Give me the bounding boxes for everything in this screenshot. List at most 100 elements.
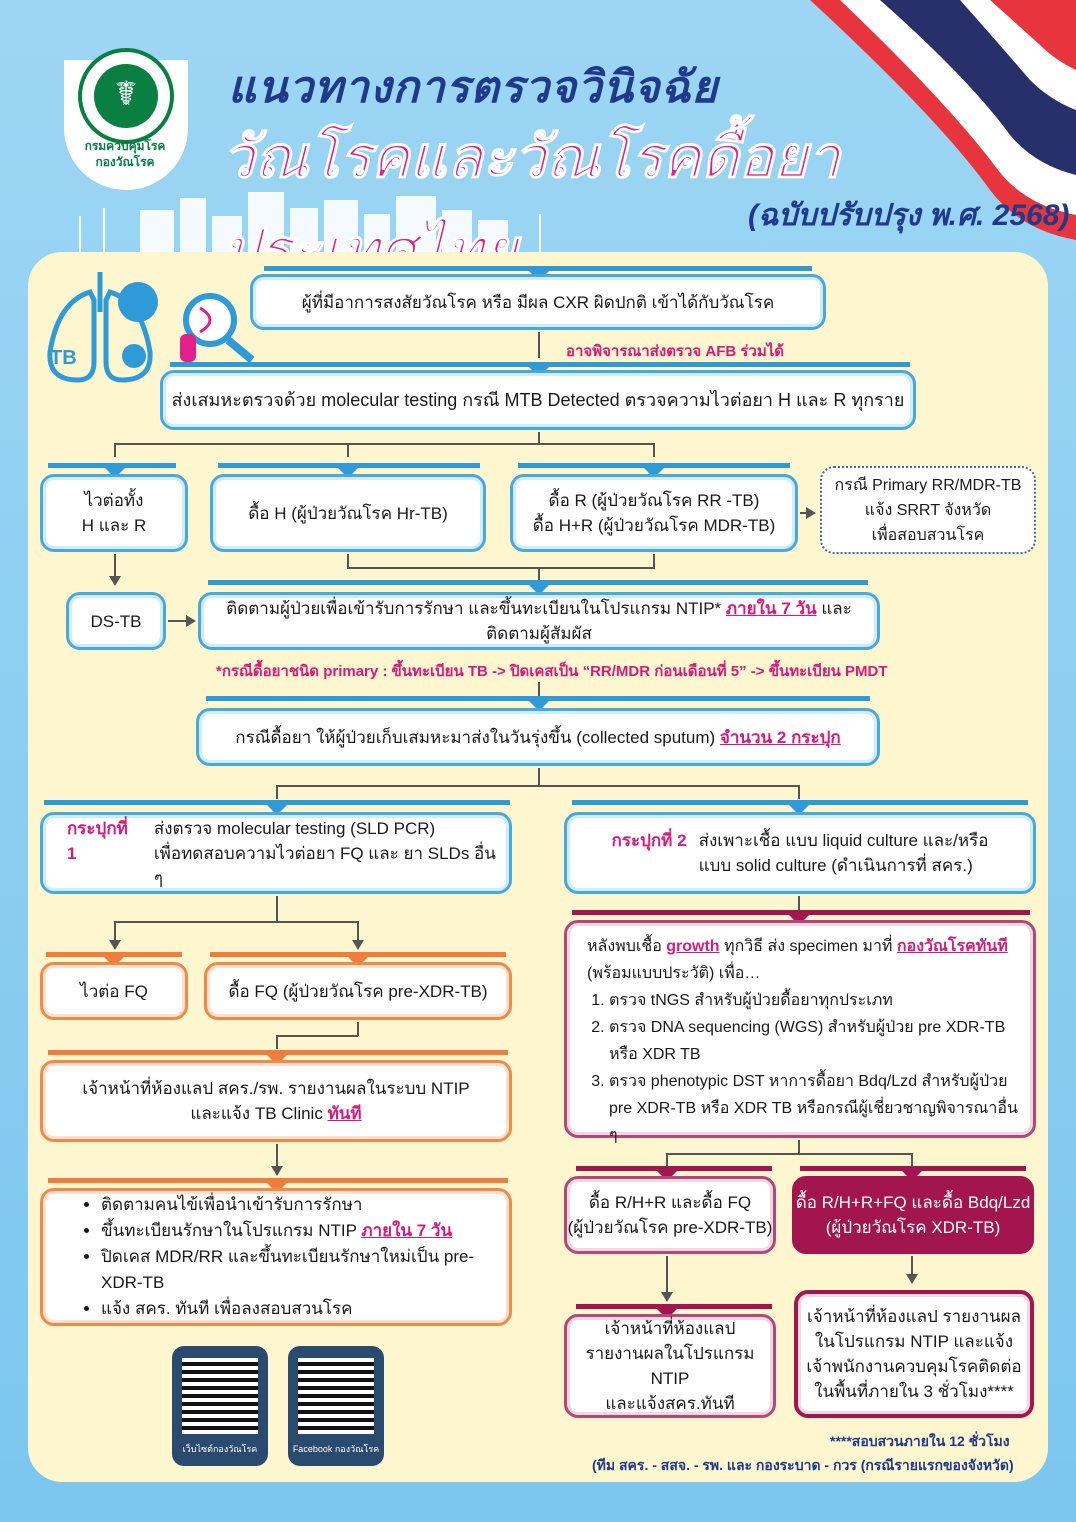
follow-box: ติดตามผู้ป่วยเพื่อเข้ารับการรักษา และขึ้… [198,592,880,650]
header-bar [264,266,812,271]
suspect-text: ผู้ที่มีอาการสงสัยวัณโรค หรือ มีผล CXR ผ… [301,292,775,312]
growth-highlight-2: กองวัณโรคทันที [896,938,1008,955]
connector [114,921,358,923]
header-bar [208,580,868,585]
department-name: กรมควบคุมโรค กองวัณโรค [70,138,180,170]
pre-xdr-box: ดื้อ R/H+R และดื้อ FQ (ผู้ป่วยวัณโรค pre-… [564,1176,776,1254]
facebook-qr[interactable]: Facebook กองวัณโรค [288,1346,384,1466]
arrow-down-icon [266,1054,288,1065]
microscope-magnifier-icon [180,293,255,364]
arrow-down-icon [104,467,126,478]
xdr-report-line4: ในพื้นที่ภายใน 3 ชั่วโมง**** [814,1382,1014,1401]
suspect-box: ผู้ที่มีอาการสงสัยวัณโรค หรือ มีผล CXR ผ… [250,274,826,330]
sensitive-fq-box: ไวต่อ FQ [40,962,188,1020]
action-item: ขึ้นทะเบียนรักษาในโปรแกรม NTIP ภายใน 7 ว… [101,1218,509,1244]
connector [276,1035,278,1049]
connector [911,1153,913,1167]
collect-box: กรณีดื้อยา ให้ผู้ป่วยเก็บเสมหะมาส่งในวัน… [196,708,880,766]
afb-note: อาจพิจารณาส่งตรวจ AFB ร่วมได้ [566,343,785,360]
svg-text:TB: TB [50,347,77,369]
xdr-report-line2: ในโปรแกรม NTIP และแจ้ง [814,1332,1014,1351]
connector [653,443,655,457]
xdr-line1: ดื้อ R/H+R+FQ และดื้อ Bdq/Lzd [795,1193,1031,1212]
footnote-1: ****สอบสวนภายใน 12 ชั่วโมง [830,1433,1010,1449]
xdr-report-line1: เจ้าหน้าที่ห้องแลป รายงานผล [807,1307,1021,1326]
growth-text-3: (พร้อมแบบประวัติ) เพื่อ… [587,965,761,982]
resist-fq-box: ดื้อ FQ (ผู้ป่วยวัณโรค pre-XDR-TB) [204,962,512,1020]
growth-text-2: ทุกวิธี ส่ง specimen มาที่ [719,938,897,955]
arrow-down-icon [266,1182,288,1193]
lab-report-box: เจ้าหน้าที่ห้องแลป สคร./รพ. รายงานผลในระ… [40,1060,512,1142]
connector [800,512,808,514]
arrow-down-icon [271,1166,283,1176]
arrow-down-icon [528,700,550,711]
primary-line2: แจ้ง SRRT จังหวัด [864,501,992,519]
connector [347,567,655,569]
follow-text-2: และติดตามผู้สัมผัส [486,599,852,643]
connector [538,332,540,358]
molecular-text: ส่งเสมหะตรวจด้วย molecular testing กรณี … [171,389,905,410]
arrow-down-icon [352,940,364,950]
connector [357,1022,359,1036]
connector [538,682,540,696]
arrow-down-icon [103,956,125,967]
pre-xdr-line2: (ผู้ป่วยวัณโรค pre-XDR-TB) [567,1218,773,1237]
arrow-down-icon [337,467,359,478]
connector [538,567,540,581]
growth-highlight-1: growth [666,938,720,955]
website-qr-caption: เว็บไซต์กองวัณโรค [182,1444,258,1454]
jar2-line2: แบบ solid culture (ดำเนินการที่ สคร.) [698,856,973,875]
header-bar [210,952,506,957]
sens-fq-text: ไวต่อ FQ [80,981,148,1001]
caduceus-icon: ☤ [114,75,138,113]
molecular-box: ส่งเสมหะตรวจด้วย molecular testing กรณี … [160,370,916,430]
arrow-down-icon [347,956,369,967]
jar2-box: กระปุกที่ 2 ส่งเพาะเชื้อ แบบ liquid cult… [564,812,1036,894]
connector [276,1035,358,1037]
connector [114,443,116,457]
resist-h-text: ดื้อ H (ผู้ป่วยวัณโรค Hr-TB) [248,503,448,523]
title-line-1: แนวทางการตรวจวินิจฉัย [228,63,719,112]
arrow-down-icon [109,940,121,950]
arrow-down-icon [109,576,121,586]
city-skyline-decoration [79,192,541,252]
connector [357,921,359,943]
growth-text-1: หลังพบเชื้อ [587,938,667,955]
lab-ntip-box: เจ้าหน้าที่ห้องแลปรายงานผลในโปรแกรม NTIP… [564,1314,776,1418]
arrow-down-icon [788,804,810,815]
pre-xdr-line1: ดื้อ R/H+R และดื้อ FQ [588,1193,752,1212]
header-bar [518,463,790,468]
follow-text-1: ติดตามผู้ป่วยเพื่อเข้ารับการรักษา และขึ้… [226,599,726,618]
jar1-box: กระปุกที่ 1 ส่งตรวจ molecular testing (S… [40,812,512,894]
action-item: แจ้ง สคร. ทันที เพื่อลงสอบสวนโรค [101,1296,509,1322]
connector [276,785,278,799]
action-item: ปิดเคส MDR/RR และขึ้นทะเบียนรักษาใหม่เป็… [101,1244,509,1296]
action-highlight: ภายใน 7 วัน [361,1221,453,1240]
dept-line-1: กรมควบคุมโรค [84,139,166,153]
arrow-right-icon [186,615,196,627]
primary-line1: กรณี Primary RR/MDR-TB [834,476,1022,494]
website-qr[interactable]: เว็บไซต์กองวัณโรค [172,1346,268,1466]
connector [538,432,540,444]
qr-code-icon [182,1358,258,1434]
connector [276,896,278,922]
header-bar [48,1050,508,1055]
connector [538,768,540,786]
lungs-tb-icon: TB [47,272,158,383]
thai-flag-decoration [810,0,1076,240]
lab-ntip-line2: รายงานผลในโปรแกรม NTIP [585,1344,755,1388]
header-bar [48,1178,508,1183]
ds-tb-box: DS-TB [66,592,166,650]
resist-fq-text: ดื้อ FQ (ผู้ป่วยวัณโรค pre-XDR-TB) [228,981,488,1001]
connector [798,785,800,799]
collect-text-1: กรณีดื้อยา ให้ผู้ป่วยเก็บเสมหะมาส่งในวัน… [235,727,720,747]
collect-highlight: จำนวน 2 กระปุก [719,727,841,747]
connector [666,1153,912,1155]
header-bar [44,800,510,805]
actions-list: ติดตามคนไข้เพื่อนำเข้ารับการรักษา ขึ้นทะ… [79,1192,509,1322]
resist-r-line1: ดื้อ R (ผู้ป่วยวัณโรค RR -TB) [548,491,760,510]
lab-ntip-line1: เจ้าหน้าที่ห้องแลป [604,1319,736,1338]
connector [911,1256,913,1278]
jar2-label: กระปุกที่ 2 [611,831,687,850]
